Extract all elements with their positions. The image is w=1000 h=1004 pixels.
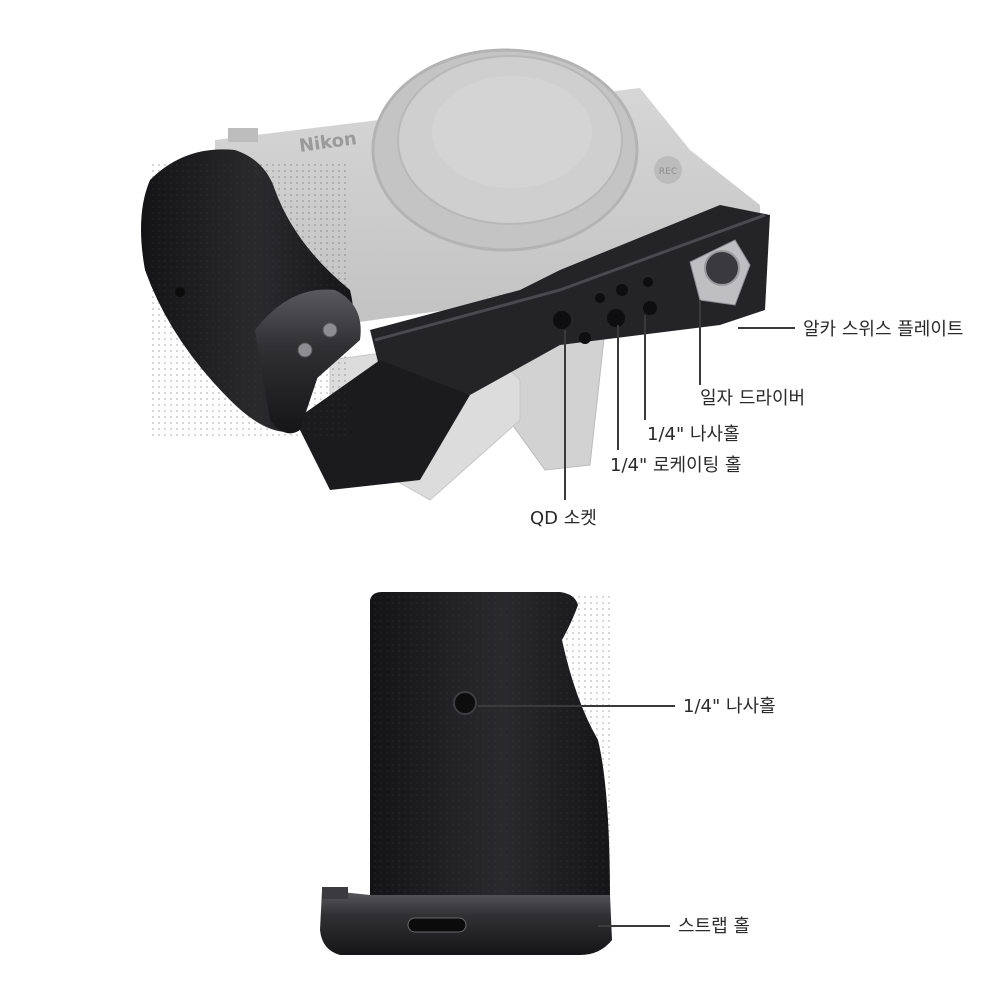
body-cap-inner (432, 76, 592, 188)
leader-lines-bottom (478, 705, 675, 927)
rec-button-label: REC (659, 167, 677, 177)
grip-screw-a (297, 342, 313, 358)
rec-button (654, 156, 682, 184)
leader-lines-top (564, 300, 795, 500)
camera-with-cage: REC Nikon (141, 48, 770, 501)
label-strap-hole: 스트랩 홀 (678, 916, 750, 937)
grip-screw-hole-1-4 (453, 691, 477, 715)
label-screw-hole-grip: 1/4" 나사홀 (683, 696, 776, 717)
driver-ring (704, 250, 740, 286)
grip-screw-b (322, 322, 338, 338)
label-qd-socket: QD 소켓 (530, 508, 597, 529)
label-screw-hole-top: 1/4" 나사홀 (647, 424, 740, 445)
camera-top-plate (228, 128, 258, 142)
cage-plate (370, 205, 770, 395)
grip-base-lip (322, 887, 348, 899)
label-flat-driver: 일자 드라이버 (700, 388, 806, 409)
grip-screw-hole (175, 287, 185, 297)
plate-holes (553, 277, 657, 344)
strap-slot (407, 917, 467, 933)
standalone-grip (320, 592, 612, 955)
cage-plate-edge (374, 213, 766, 342)
label-locating-hole: 1/4" 로케이팅 홀 (610, 455, 742, 476)
label-arca-swiss-plate: 알카 스위스 플레이트 (803, 319, 964, 340)
